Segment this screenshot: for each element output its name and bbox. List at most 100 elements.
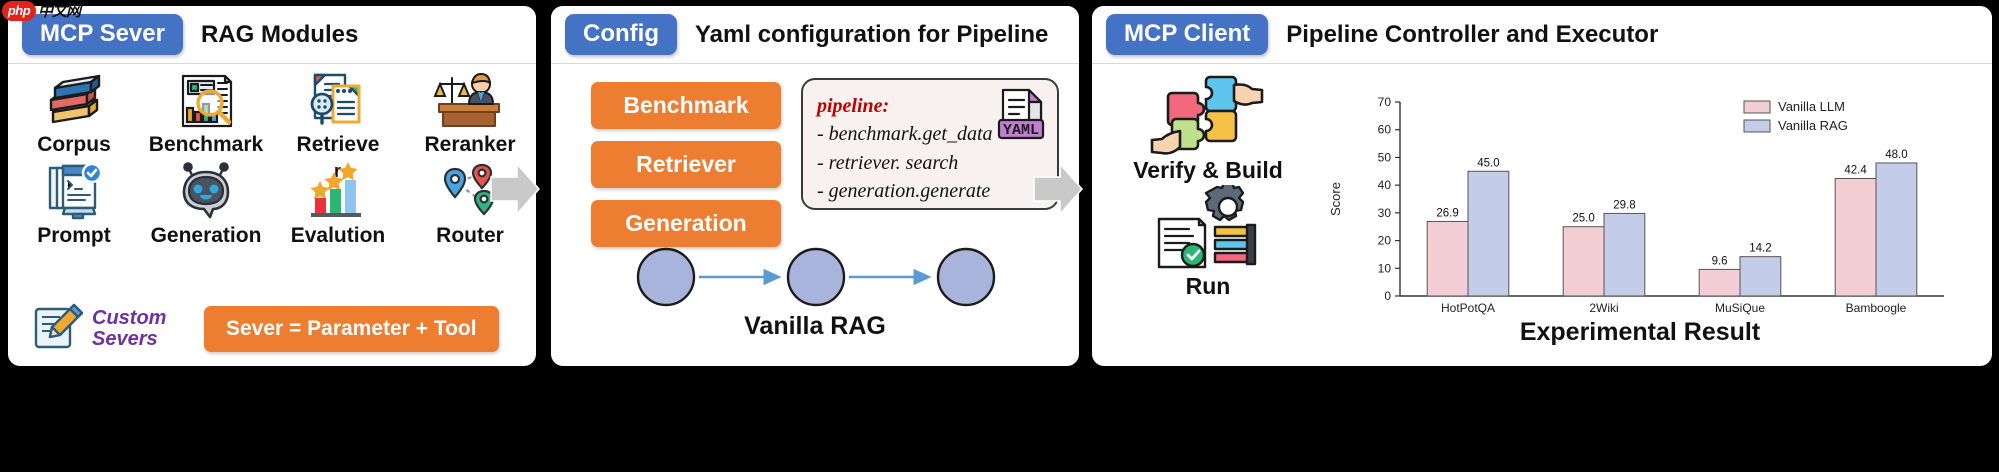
flow-node-3 <box>936 247 996 307</box>
yaml-line-1: - benchmark.get_data <box>817 123 993 146</box>
x-tick-label: MuSiQue <box>1715 301 1765 315</box>
pencil-edit-icon <box>30 301 86 358</box>
client-step-run[interactable]: Run <box>1108 185 1308 300</box>
legend-swatch <box>1743 100 1771 114</box>
bar-hotpotqa-llm <box>1426 220 1469 297</box>
server-tag: MCP Sever <box>22 14 183 55</box>
legend-label: Vanilla LLM <box>1778 99 1845 114</box>
gear-document-list-icon <box>1143 185 1273 272</box>
config-chip-stack: Benchmark Retriever Generation <box>591 82 781 259</box>
module-label: Router <box>436 224 504 247</box>
svg-text:r: r <box>334 161 341 181</box>
client-steps: Verify & Build <box>1108 72 1308 300</box>
config-chip-retriever[interactable]: Retriever <box>591 141 781 188</box>
bar-value-label: 26.9 <box>1436 207 1458 219</box>
y-tick-label: 60 <box>1378 123 1392 137</box>
client-step-label: Run <box>1185 273 1231 299</box>
x-tick-label: Bamboogle <box>1846 301 1907 315</box>
client-tag: MCP Client <box>1106 14 1269 55</box>
php-logo: php <box>2 0 36 21</box>
judge-icon <box>431 68 509 130</box>
bar-musique-llm <box>1698 268 1741 297</box>
y-tick-label: 20 <box>1378 234 1392 248</box>
client-step-label: Verify & Build <box>1133 157 1283 183</box>
module-prompt[interactable]: Prompt <box>8 159 140 248</box>
server-header: MCP Sever RAG Modules <box>8 6 536 64</box>
module-benchmark[interactable]: Benchmark <box>140 68 272 157</box>
custom-servers[interactable]: Custom Severs <box>30 301 200 358</box>
yaml-code-text: pipeline: - benchmark.get_data - retriev… <box>817 92 993 206</box>
flow-node-2 <box>786 247 846 307</box>
y-axis-label: Score <box>1328 182 1343 216</box>
client-step-verify-build[interactable]: Verify & Build <box>1108 72 1308 184</box>
watermark-text: 中文网 <box>38 3 81 20</box>
chart-caption: Experimental Result <box>1519 318 1761 346</box>
bar-2wiki-llm <box>1562 226 1605 297</box>
watermark: php 中文网 <box>2 0 81 21</box>
legend-label: Vanilla RAG <box>1778 118 1848 133</box>
vanilla-rag-flow <box>591 242 1041 312</box>
module-generation[interactable]: Generation <box>140 159 272 248</box>
terminal-monitor-check-icon <box>37 159 111 221</box>
x-tick-label: 2Wiki <box>1589 301 1618 315</box>
panel-mcp-server: MCP Sever RAG Modules <box>8 6 536 366</box>
module-reranker[interactable]: Reranker <box>404 68 536 157</box>
bar-value-label: 14.2 <box>1749 243 1771 255</box>
yaml-line-2: - retriever. search <box>817 151 959 174</box>
client-header: MCP Client Pipeline Controller and Execu… <box>1092 6 1992 64</box>
x-tick-label: HotPotQA <box>1441 301 1495 315</box>
bar-value-label: 48.0 <box>1885 149 1907 161</box>
modules-grid: Corpus <box>8 68 536 248</box>
yaml-code-box: pipeline: - benchmark.get_data - retriev… <box>801 78 1059 210</box>
chatbot-icon <box>169 159 243 221</box>
module-retrieve[interactable]: Retrieve <box>272 68 404 157</box>
arrow-server-to-config <box>489 160 541 218</box>
bar-bamboogle-rag <box>1875 162 1918 297</box>
legend-swatch <box>1743 119 1771 133</box>
bar-value-label: 45.0 <box>1477 157 1499 169</box>
custom-servers-label: Custom Severs <box>92 307 167 350</box>
panel-config: Config Yaml configuration for Pipeline B… <box>551 6 1079 366</box>
bar-value-label: 25.0 <box>1572 213 1594 225</box>
module-label: Generation <box>150 224 262 247</box>
y-tick-label: 70 <box>1378 95 1392 109</box>
bar-value-label: 42.4 <box>1844 164 1867 176</box>
config-header: Config Yaml configuration for Pipeline <box>551 6 1079 64</box>
bar-hotpotqa-rag <box>1467 170 1510 297</box>
y-tick-label: 0 <box>1384 289 1391 303</box>
yaml-line-3: - generation.generate <box>817 180 991 203</box>
client-title: Pipeline Controller and Executor <box>1286 20 1659 48</box>
yaml-icon-label: YAML <box>1003 122 1039 139</box>
arrow-config-to-client <box>1032 160 1084 218</box>
y-tick-label: 40 <box>1378 178 1392 192</box>
y-tick-label: 50 <box>1378 150 1392 164</box>
rating-bars-icon: r <box>301 159 375 221</box>
books-icon <box>37 68 111 130</box>
puzzle-hands-icon <box>1148 72 1268 156</box>
config-chip-benchmark[interactable]: Benchmark <box>591 82 781 129</box>
module-label: Corpus <box>37 133 111 156</box>
report-magnifier-icon <box>169 68 243 130</box>
module-label: Retrieve <box>296 133 380 156</box>
flow-node-1 <box>636 247 696 307</box>
bar-2wiki-rag <box>1603 212 1646 297</box>
yaml-key-line: pipeline: <box>817 95 890 117</box>
y-tick-label: 10 <box>1378 261 1392 275</box>
module-label: Benchmark <box>148 133 264 156</box>
bar-bamboogle-llm <box>1834 177 1877 297</box>
config-title: Yaml configuration for Pipeline <box>694 20 1049 48</box>
module-corpus[interactable]: Corpus <box>8 68 140 157</box>
server-formula-badge: Sever = Parameter + Tool <box>204 306 499 352</box>
panel-mcp-client: MCP Client Pipeline Controller and Execu… <box>1092 6 1992 366</box>
bar-value-label: 29.8 <box>1613 199 1635 211</box>
bar-value-label: 9.6 <box>1712 255 1728 267</box>
module-label: Prompt <box>37 224 111 247</box>
vanilla-rag-caption: Vanilla RAG <box>744 312 886 340</box>
module-evalution[interactable]: r Evalution <box>272 159 404 248</box>
config-tag: Config <box>565 14 677 55</box>
yaml-file-icon: YAML <box>993 88 1047 149</box>
document-search-icon <box>301 68 375 130</box>
config-chip-generation[interactable]: Generation <box>591 200 781 247</box>
bar-musique-rag <box>1739 256 1782 297</box>
